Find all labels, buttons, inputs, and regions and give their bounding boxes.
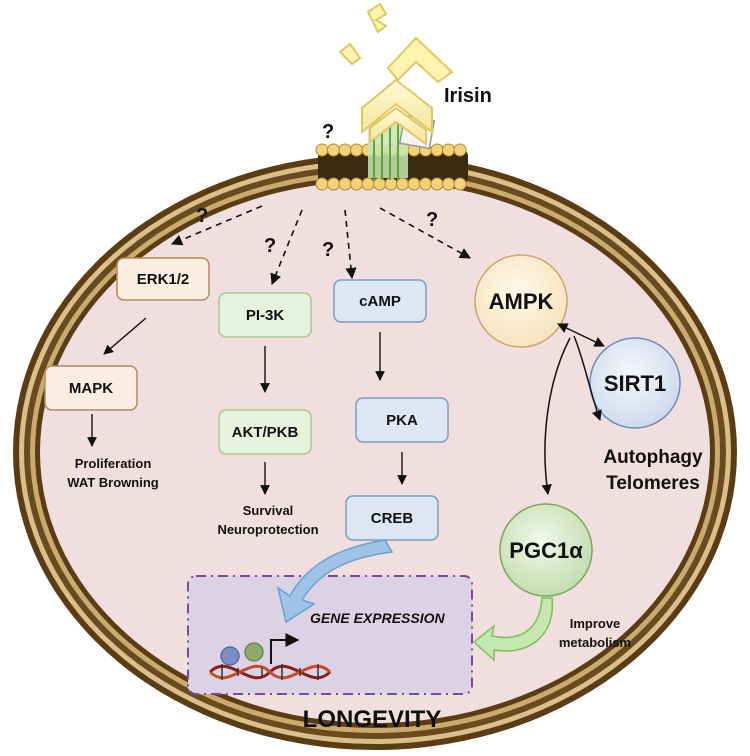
irisin-icon: [338, 2, 454, 146]
question-mark-camp: ?: [322, 239, 334, 261]
pi3k-label: PI-3K: [246, 307, 285, 324]
creb-to-nucleus-arrow: [276, 539, 394, 624]
erk-outcome-line2: WAT Browning: [67, 475, 159, 490]
lipid-head-icon: [327, 143, 340, 157]
longevity-label: LONGEVITY: [303, 706, 442, 733]
ampk-outcome-line2: Telomeres: [606, 473, 700, 494]
pgc1a-effect-line2: metabolism: [559, 635, 631, 650]
dashed-arrow-to-erk: [170, 205, 263, 246]
pka-box: [355, 397, 449, 443]
lipid-head-icon: [350, 177, 363, 191]
camp-box: [333, 279, 427, 323]
lipid-head-icon: [315, 177, 329, 191]
pgc1a-effect-line1: Improve: [570, 616, 621, 631]
irisin-label: Irisin: [444, 85, 492, 107]
pgc1a-label: PGC1α: [509, 538, 583, 563]
receptor-signal-arrows: [170, 205, 471, 286]
pi3k-outcome-line2: Neuroprotection: [217, 522, 318, 537]
lipid-head-icon: [373, 177, 386, 191]
arrow-to-pgc1a: [541, 337, 571, 496]
pka-label: PKA: [386, 412, 418, 429]
lipid-head-icon: [327, 177, 340, 191]
nucleus-panel: [187, 575, 473, 695]
ampk-label: AMPK: [489, 289, 554, 314]
erk-box: [116, 257, 210, 301]
ampk-node: [474, 254, 568, 348]
akt-box: [218, 409, 312, 455]
lipid-head-icon: [338, 143, 352, 157]
dashed-arrow-to-pi3k: [270, 209, 303, 286]
mapk-label: MAPK: [69, 380, 113, 397]
question-mark-ampk: ?: [426, 209, 438, 231]
pi3k-outcome-line1: Survival: [243, 503, 294, 518]
question-mark-pi3k: ?: [264, 235, 276, 257]
ampk-outcome-line1: Autophagy: [603, 447, 703, 468]
lipid-head-icon: [442, 177, 455, 191]
arrow-erk-to-mapk: [103, 317, 147, 355]
lipid-head-icon: [407, 177, 421, 191]
pgc1a-to-nucleus-arrow: [472, 597, 554, 662]
lipid-head-icon: [315, 143, 329, 157]
creb-box: [345, 495, 439, 541]
ampk-sirt1-bidirectional-arrow: [557, 323, 605, 347]
lipid-head-icon: [430, 143, 444, 157]
pgc1a-node: [499, 503, 593, 597]
dna-icon: [208, 664, 332, 680]
akt-label: AKT/PKB: [232, 424, 299, 441]
lipid-head-icon: [453, 143, 467, 157]
lipid-head-icon: [442, 143, 455, 157]
sirt1-node: [589, 337, 681, 429]
lipid-head-icon: [350, 143, 363, 157]
erk-label: ERK1/2: [137, 271, 190, 288]
erk-outcome-line1: Proliferation: [75, 456, 152, 471]
lipid-head-icon: [361, 177, 375, 191]
arrow-to-autophagy: [573, 335, 602, 421]
question-mark-receptor: ?: [322, 121, 334, 143]
question-mark-erk: ?: [196, 205, 208, 227]
lipid-head-icon: [338, 177, 352, 191]
transcription-factor-icon: [220, 646, 240, 666]
pi3k-box: [218, 292, 312, 338]
lipid-head-icon: [453, 177, 467, 191]
lipid-head-icon: [419, 177, 432, 191]
camp-label: cAMP: [359, 293, 401, 310]
lipid-head-icon: [430, 177, 444, 191]
creb-label: CREB: [371, 510, 414, 527]
dashed-arrow-to-camp: [344, 209, 357, 280]
transcription-start-arrow: [270, 633, 300, 664]
sirt1-label: SIRT1: [604, 371, 666, 396]
polymerase-icon: [244, 642, 264, 662]
mapk-box: [44, 365, 138, 411]
gene-expression-label: GENE EXPRESSION: [310, 610, 445, 626]
